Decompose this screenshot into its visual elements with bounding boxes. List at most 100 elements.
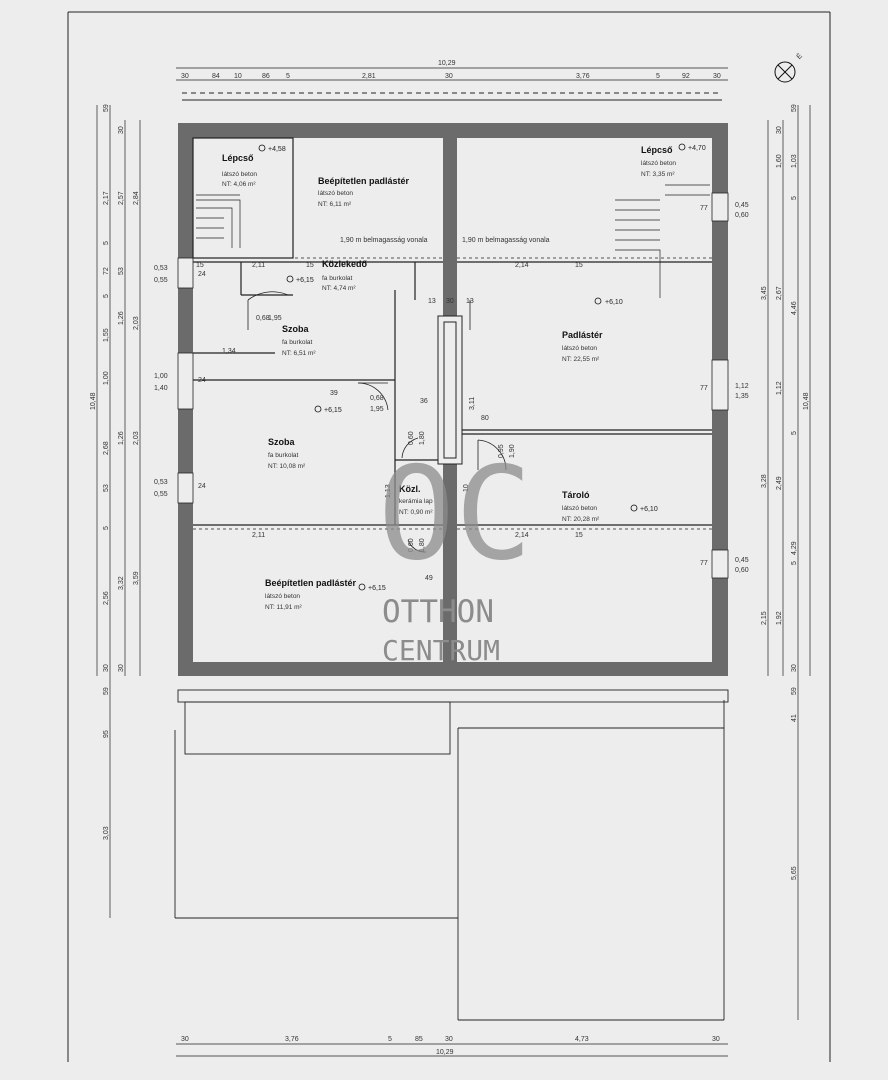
watermark-line1: OTTHON (382, 594, 494, 630)
dim-interior: 1,13 (385, 484, 392, 498)
dim-bottom-total: 10,29 (436, 1049, 454, 1056)
dim-top: 30 (713, 73, 721, 80)
partitions (192, 137, 712, 530)
svg-text:Szoba: Szoba (268, 437, 295, 447)
dims-left: 59 2,17 5 72 5 1,55 1,00 2,68 53 5 2,56 … (90, 104, 168, 918)
dim-right-outer: 5 (791, 196, 798, 200)
dim-interior: 36 (420, 398, 428, 405)
dim-left: 2,68 (103, 441, 110, 455)
room-storage: Tároló látszó beton NT: 20,28 m² +6,10 (562, 490, 658, 523)
dim-left-mid: 1,26 (118, 311, 125, 325)
dim-bottom: 3,76 (285, 1036, 299, 1043)
svg-text:+6,15: +6,15 (296, 277, 314, 284)
room-attic-unbuilt-bottom: Beépítetlen padlástér látszó beton NT: 1… (265, 578, 386, 611)
svg-text:látszó beton: látszó beton (562, 505, 597, 512)
dim-interior: 77 (700, 560, 708, 567)
svg-text:NT: 4,06 m²: NT: 4,06 m² (222, 181, 256, 188)
dim-bottom: 4,73 (575, 1036, 589, 1043)
dim-top: 30 (181, 73, 189, 80)
dim-interior: 1,80 (419, 431, 426, 445)
north-label: É (794, 51, 804, 61)
dim-interior: 1,80 (419, 538, 426, 552)
svg-text:Szoba: Szoba (282, 324, 309, 334)
terrace (174, 92, 729, 1021)
svg-text:NT: 0,90 m²: NT: 0,90 m² (399, 509, 433, 516)
dim-interior: 39 (330, 390, 338, 397)
dim-right-mid: 1,92 (776, 611, 783, 625)
north-arrow-icon: É (774, 51, 804, 83)
svg-text:látszó beton: látszó beton (222, 171, 257, 178)
dim-bottom: 30 (181, 1036, 189, 1043)
room-corridor: Közlekedő fa burkolat NT: 4,74 m² +6,15 (296, 259, 368, 292)
dim-right: 2,15 (761, 611, 768, 625)
svg-text:+6,15: +6,15 (324, 407, 342, 414)
dim-right-mid: 1,12 (776, 381, 783, 395)
dims-bottom: 30 3,76 5 85 30 4,73 30 10,29 (176, 1036, 728, 1057)
dim-interior: 24 (198, 377, 206, 384)
svg-text:+4,58: +4,58 (268, 146, 286, 153)
dim-left-inner: 2,84 (133, 191, 140, 205)
dim-interior: 3,11 (469, 397, 476, 410)
watermark: OC OTTHON CENTRUM (378, 440, 532, 667)
dim-right-outer: 4,46 (791, 301, 798, 315)
window-dim: 0,55 (154, 491, 168, 498)
dims-top: 10,29 30 84 10 86 5 2,81 30 3,76 5 92 30 (176, 60, 728, 81)
dim-right-bottom: 5,65 (791, 866, 798, 880)
dim-left-mid: 30 (118, 126, 125, 134)
dim-top: 84 (212, 73, 220, 80)
svg-text:NT: 4,74 m²: NT: 4,74 m² (322, 285, 356, 292)
svg-text:Lépcső: Lépcső (641, 145, 673, 155)
watermark-logo: OC (378, 440, 532, 589)
svg-text:Közlekedő: Közlekedő (322, 259, 368, 269)
stair-left (196, 194, 241, 248)
svg-text:fa burkolat: fa burkolat (268, 452, 299, 459)
dim-interior: 2,14 (515, 262, 529, 269)
dim-left-inner: 2,03 (133, 431, 140, 445)
dim-interior: 0,60 (408, 538, 415, 552)
dim-right: 59 (791, 687, 798, 695)
dim-interior: 13 (428, 298, 436, 305)
level-marker-icons (258, 143, 686, 591)
dim-left: 72 (103, 267, 110, 275)
svg-text:NT: 6,51 m²: NT: 6,51 m² (282, 350, 316, 357)
dim-right-total: 10,48 (803, 392, 810, 410)
room-labels: Lépcső látszó beton NT: 4,06 m² +4,58 Be… (222, 145, 706, 611)
dim-left: 59 (103, 687, 110, 695)
svg-text:látszó beton: látszó beton (562, 345, 597, 352)
dim-left: 3,03 (103, 826, 110, 840)
dim-interior: 1,90 (509, 444, 516, 458)
dim-interior: 1,95 (268, 315, 282, 322)
dim-left-inner: 3,59 (133, 571, 140, 585)
dim-left: 59 (103, 104, 110, 112)
dim-right-outer: 4,29 (791, 541, 798, 555)
svg-text:NT: 22,55 m²: NT: 22,55 m² (562, 356, 600, 363)
room-stair-left: Lépcső látszó beton NT: 4,06 m² +4,58 (222, 146, 286, 188)
dim-left-mid: 1,26 (118, 431, 125, 445)
window-dim: 0,53 (154, 479, 168, 486)
dim-right-mid: 2,67 (776, 286, 783, 300)
dims-right: 30 1,60 1,03 3,45 3,28 2,15 30 59 41 2,6… (735, 104, 811, 1020)
dim-left: 1,00 (103, 371, 110, 385)
dim-left: 30 (103, 664, 110, 672)
svg-text:Padlástér: Padlástér (562, 330, 603, 340)
dim-interior: 15 (196, 262, 204, 269)
dim-left: 5 (103, 241, 110, 245)
dim-right-outer: 5 (791, 431, 798, 435)
dim-interior: 15 (306, 262, 314, 269)
svg-text:látszó beton: látszó beton (318, 190, 353, 197)
window-dim: 0,53 (154, 265, 168, 272)
dim-left: 2,56 (103, 591, 110, 605)
svg-text:Beépítetlen padlástér: Beépítetlen padlástér (318, 176, 410, 186)
dim-top: 5 (286, 73, 290, 80)
dim-left: 2,17 (103, 191, 110, 205)
svg-text:Beépítetlen padlástér: Beépítetlen padlástér (265, 578, 357, 588)
height-line-label: 1,90 m belmagasság vonala (462, 237, 550, 244)
dim-right-outer: 5 (791, 561, 798, 565)
dim-interior: 77 (700, 385, 708, 392)
svg-text:NT: 20,28 m²: NT: 20,28 m² (562, 516, 600, 523)
dim-right: 30 (791, 664, 798, 672)
walls (177, 123, 729, 676)
dim-left-mid: 53 (118, 267, 125, 275)
dim-top-total: 10,29 (438, 60, 456, 67)
